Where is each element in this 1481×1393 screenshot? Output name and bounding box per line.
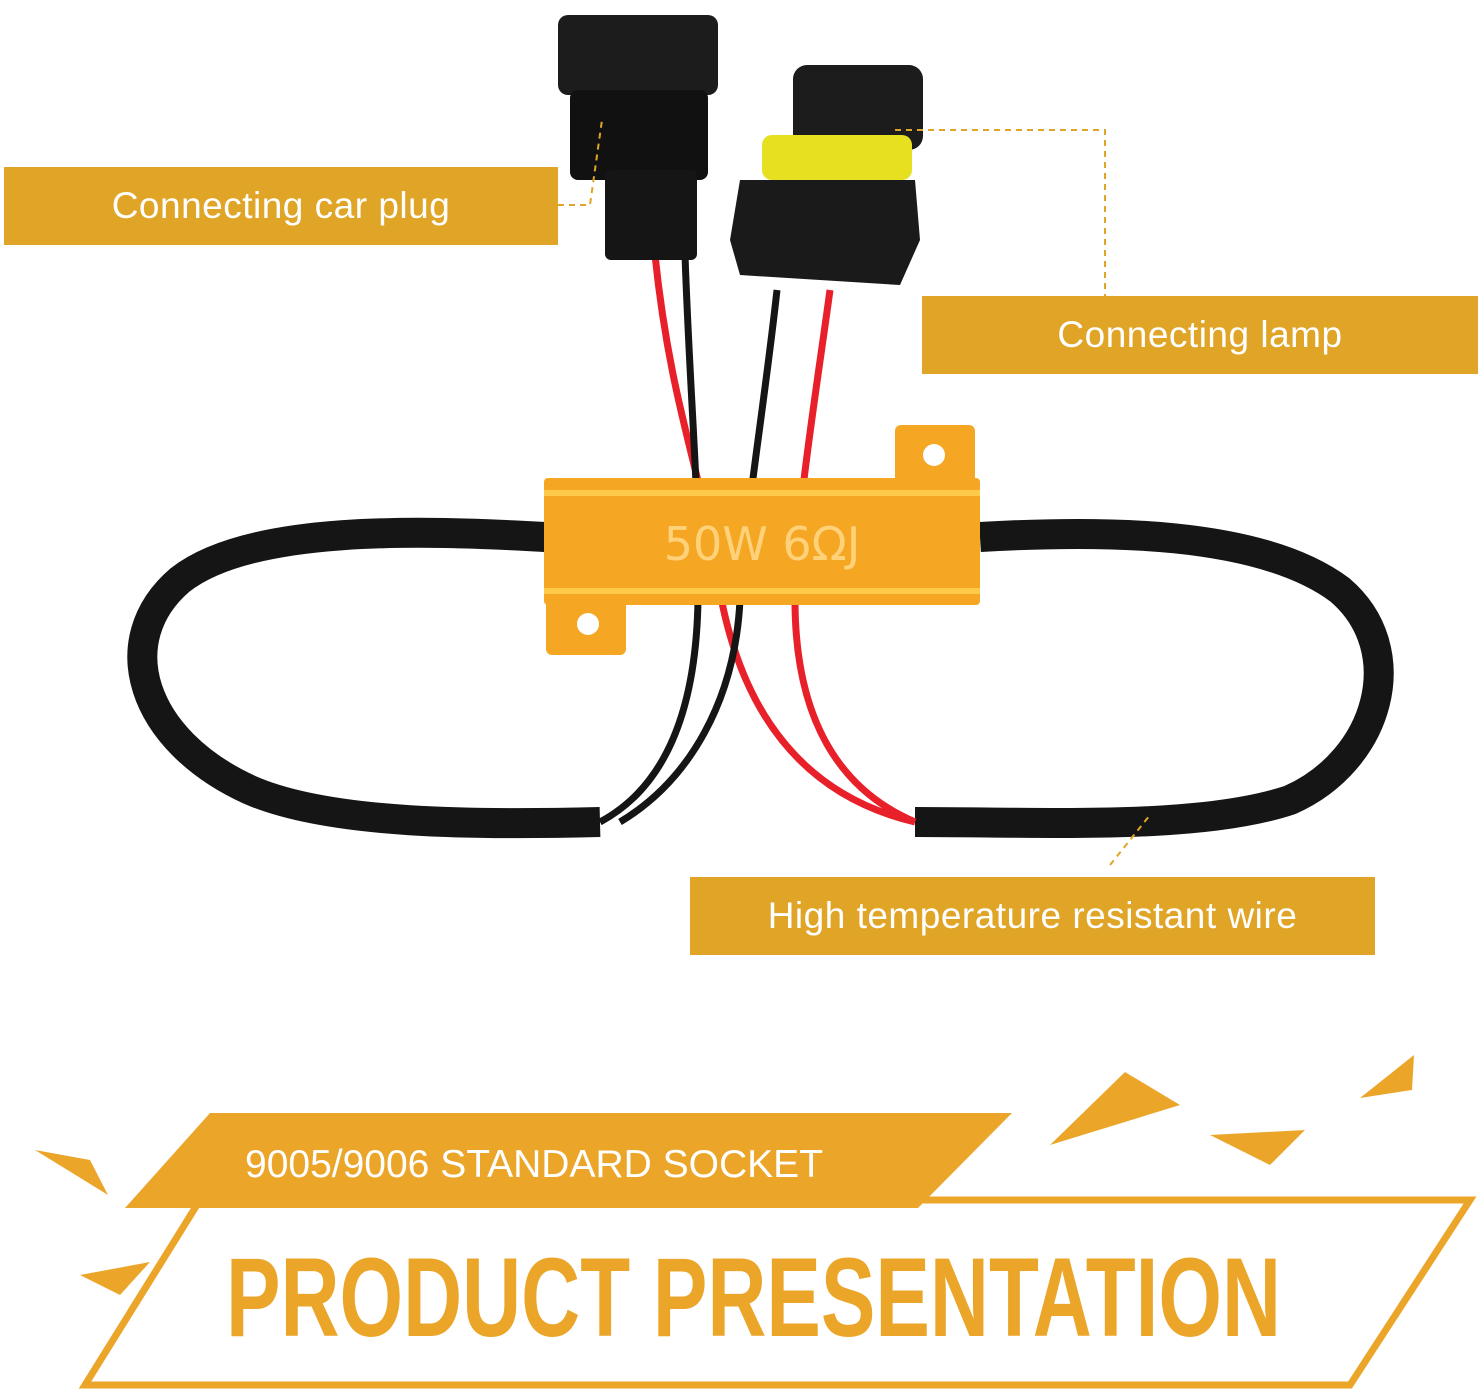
banner-graphics: [35, 1055, 1477, 1389]
lamp-connector: [730, 65, 923, 285]
resistor-marking: 50W 6ΩJ: [664, 517, 861, 571]
triangle-icon: [35, 1150, 108, 1195]
banner-title: PRODUCT PRESENTATION: [226, 1235, 1281, 1360]
callout-wire: High temperature resistant wire: [690, 877, 1375, 955]
banner-subtitle: 9005/9006 STANDARD SOCKET: [245, 1143, 823, 1186]
callout-lamp: Connecting lamp: [922, 296, 1478, 374]
triangle-icon: [1360, 1055, 1414, 1098]
callout-car-plug: Connecting car plug: [4, 167, 558, 245]
triangle-icon: [1050, 1072, 1180, 1145]
black-wire-loop: [127, 517, 1394, 839]
triangle-icon: [80, 1262, 150, 1295]
resistor: 50W 6ΩJ: [544, 425, 980, 655]
car-plug-connector: [558, 15, 718, 260]
triangle-icon: [1210, 1130, 1305, 1165]
leader-lines: [558, 119, 1151, 866]
